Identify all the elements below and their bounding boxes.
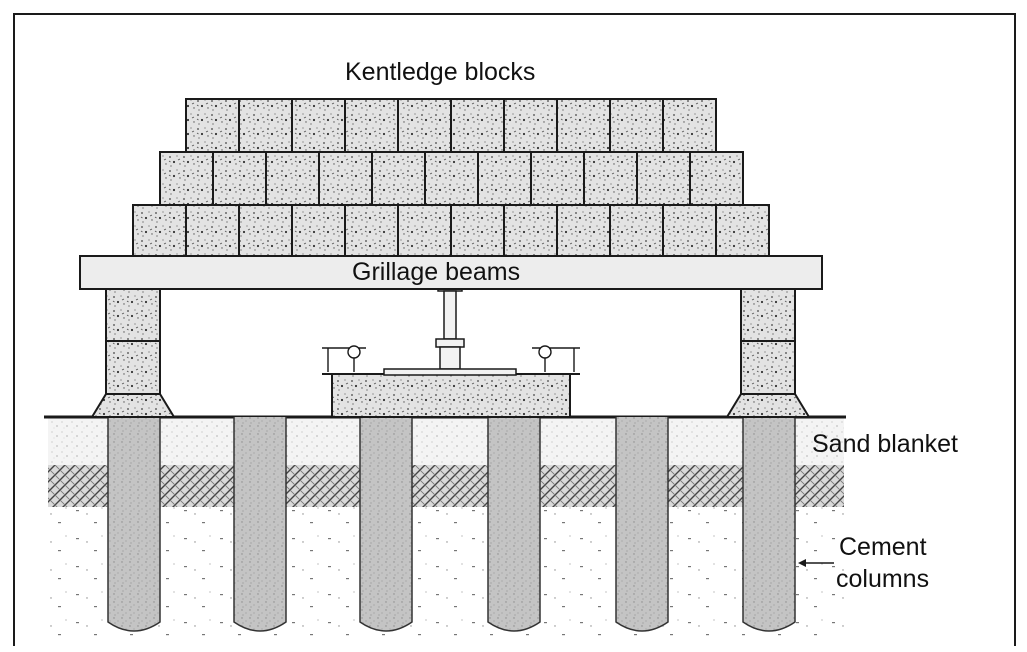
support-pier-left	[90, 288, 176, 418]
sand-blanket-layer	[48, 417, 844, 465]
cement-column-3	[359, 417, 413, 632]
kentledge-row-middle	[159, 151, 744, 206]
cement-columns-label-line2: columns	[836, 565, 930, 593]
cement-column-2	[233, 417, 287, 632]
hatched-layer	[48, 465, 844, 507]
kentledge-row-top	[185, 98, 717, 153]
grillage-beams-label: Grillage beams	[352, 258, 521, 286]
figure-frame	[13, 13, 1016, 646]
grillage-beam	[79, 255, 823, 290]
sand-blanket-label: Sand blanket	[812, 430, 958, 458]
kentledge-row-bottom	[132, 204, 770, 257]
cement-column-1	[107, 417, 161, 632]
cement-column-4	[487, 417, 541, 632]
kentledge-blocks-label: Kentledge blocks	[345, 58, 536, 86]
ground	[44, 415, 846, 639]
cement-columns-arrow	[798, 559, 834, 567]
dial-gauge-right	[532, 345, 580, 372]
load-plate	[322, 373, 580, 418]
cement-column-6	[742, 417, 796, 632]
soil-layer	[48, 507, 844, 639]
dial-gauge-left	[322, 345, 366, 372]
cement-columns-label-line1: Cement	[839, 533, 927, 561]
cement-columns	[107, 417, 796, 632]
cement-column-5	[615, 417, 669, 632]
support-pier-right	[725, 288, 811, 418]
hydraulic-jack	[383, 282, 517, 376]
